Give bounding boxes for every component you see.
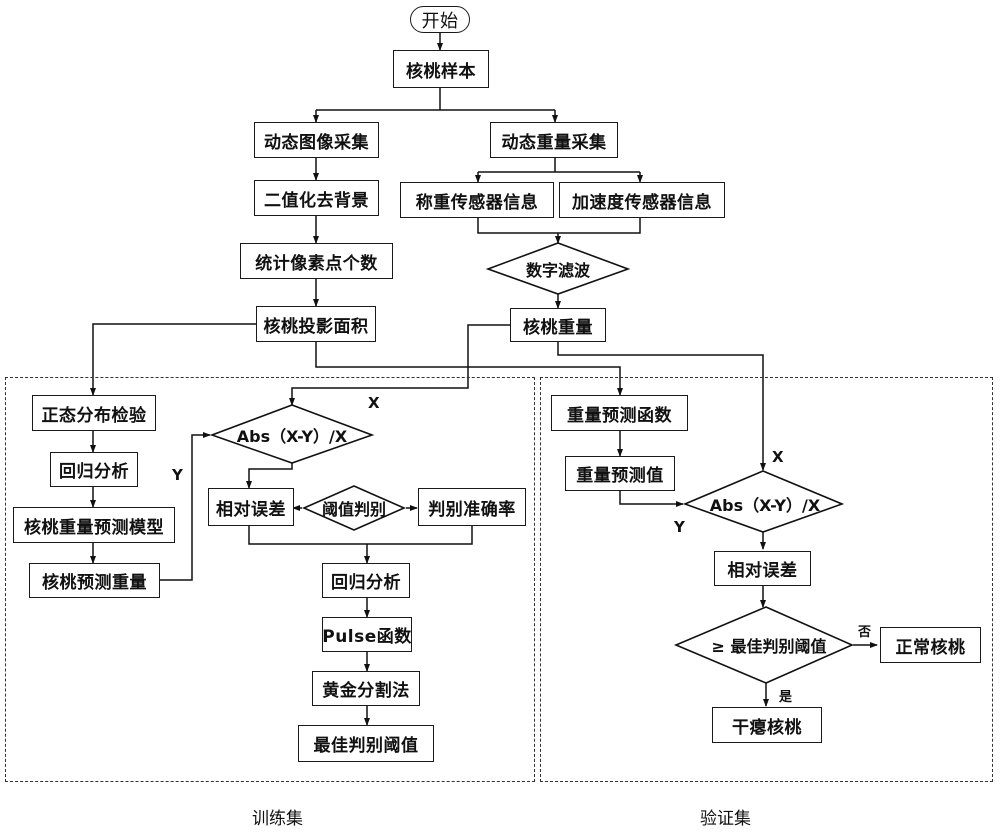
normality-test-node: 正态分布检验 bbox=[32, 395, 156, 431]
abs-train-label: Abs（X-Y）/X bbox=[236, 427, 348, 446]
training-set-frame bbox=[5, 377, 535, 782]
weight-acquisition-node: 动态重量采集 bbox=[490, 122, 618, 158]
pulse-function-node: Pulse函数 bbox=[322, 617, 412, 652]
normal-walnut-node: 正常核桃 bbox=[880, 627, 981, 663]
edge-weight-sensors bbox=[478, 158, 640, 173]
projection-area-node: 核桃投影面积 bbox=[256, 306, 376, 342]
load-sensor-node: 称重传感器信息 bbox=[400, 182, 554, 218]
abs-train-diamond bbox=[209, 404, 375, 464]
validation-set-frame bbox=[540, 377, 993, 782]
y-label-valid: Y bbox=[674, 518, 685, 536]
threshold-judge-diamond bbox=[302, 485, 406, 531]
regression-analysis-node: 回归分析 bbox=[50, 452, 138, 487]
edge-weight-xvalid bbox=[557, 342, 766, 471]
x-label-train: X bbox=[368, 394, 380, 412]
abs-valid-diamond bbox=[682, 470, 845, 533]
training-set-caption: 训练集 bbox=[252, 809, 303, 829]
binarize-node: 二值化去背景 bbox=[254, 180, 379, 216]
edge-sample-split bbox=[316, 88, 555, 111]
ge-threshold-label: ≥ 最佳判别阈值 bbox=[711, 637, 827, 656]
y-label-train: Y bbox=[172, 466, 183, 484]
predicted-weight-node: 核桃预测重量 bbox=[29, 563, 160, 598]
edge-weight-xtrain bbox=[289, 324, 510, 406]
yes-label: 是 bbox=[779, 690, 793, 705]
golden-section-node: 黄金分割法 bbox=[312, 671, 420, 706]
accel-sensor-node: 加速度传感器信息 bbox=[559, 182, 725, 218]
edge-val-yvalid bbox=[619, 491, 684, 507]
edge-abs-relerr bbox=[246, 463, 293, 489]
walnut-weight-node: 核桃重量 bbox=[510, 308, 606, 342]
start-node: 开始 bbox=[410, 6, 470, 33]
digital-filter-diamond bbox=[485, 242, 631, 295]
edge-area-normality bbox=[90, 323, 256, 396]
ge-threshold-diamond bbox=[673, 606, 854, 684]
walnut-sample-node: 核桃样本 bbox=[393, 50, 489, 88]
judge-accuracy-node: 判别准确率 bbox=[418, 488, 526, 526]
weight-prediction-value-node: 重量预测值 bbox=[565, 456, 675, 491]
shriveled-walnut-node: 干瘪核桃 bbox=[712, 707, 822, 743]
abs-valid-label: Abs（X-Y）/X bbox=[709, 496, 821, 515]
weight-prediction-function-node: 重量预测函数 bbox=[551, 395, 688, 431]
edge-sensors-filter bbox=[477, 218, 641, 243]
image-acquisition-node: 动态图像采集 bbox=[254, 122, 379, 158]
count-pixels-node: 统计像素点个数 bbox=[240, 243, 393, 279]
x-label-valid: X bbox=[772, 448, 784, 466]
edge-to-reg2 bbox=[248, 526, 473, 563]
best-threshold-node: 最佳判别阈值 bbox=[298, 725, 434, 762]
digital-filter-label: 数字滤波 bbox=[525, 261, 590, 280]
no-label: 否 bbox=[858, 625, 872, 640]
relative-error-valid-node: 相对误差 bbox=[714, 551, 811, 586]
validation-set-caption: 验证集 bbox=[700, 809, 751, 829]
regression-analysis-2-node: 回归分析 bbox=[322, 563, 410, 598]
weight-model-node: 核桃重量预测模型 bbox=[13, 507, 175, 543]
threshold-judge-label: 阈值判别 bbox=[321, 500, 386, 519]
relative-error-train-node: 相对误差 bbox=[208, 488, 294, 526]
edge-pred-ytrain bbox=[160, 432, 211, 581]
